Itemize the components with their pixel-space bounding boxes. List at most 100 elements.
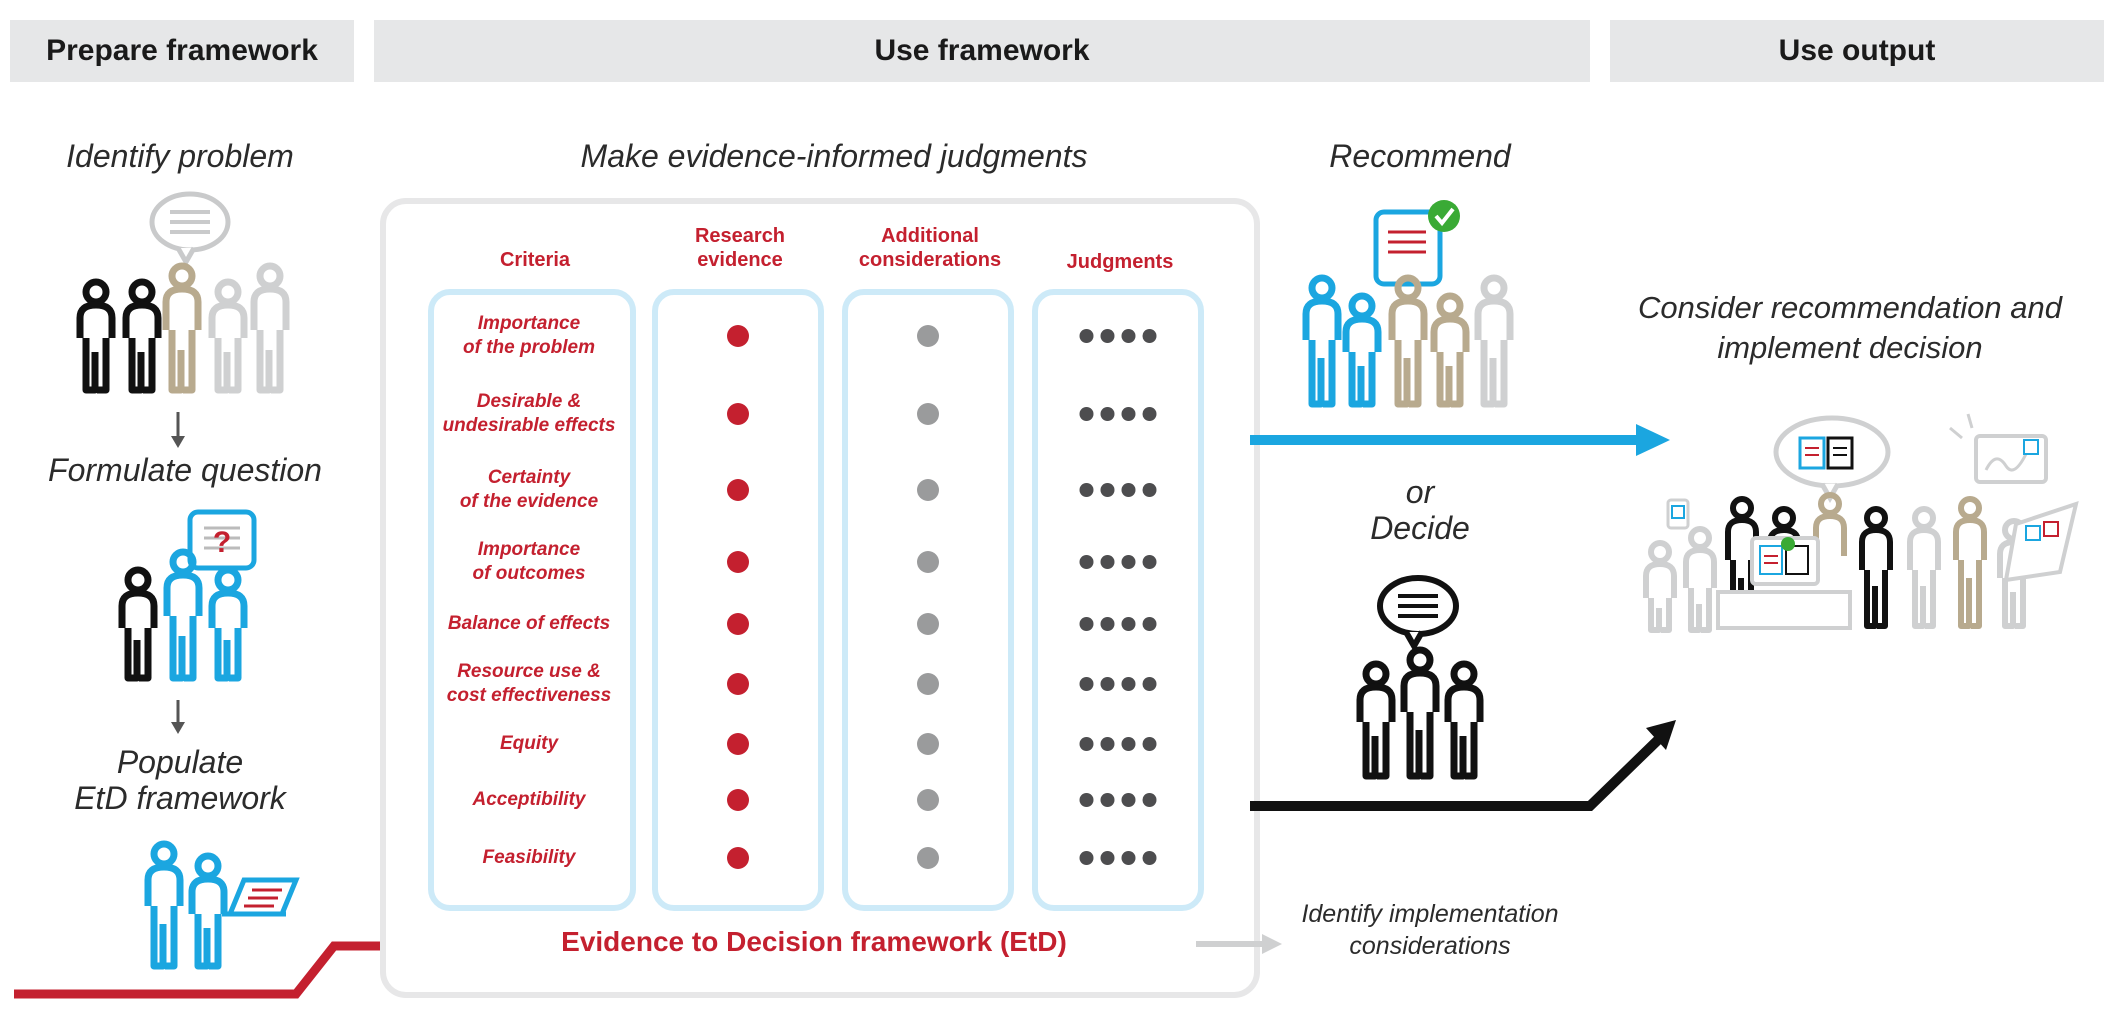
- criterion-label: Acceptibility: [472, 789, 586, 810]
- question-bubble-icon: ?: [187, 509, 257, 571]
- judgment-dot: [1121, 483, 1136, 497]
- step-consider-line1: Consider recommendation and: [1638, 290, 2062, 325]
- additional-consideration-dot: [917, 325, 939, 347]
- judgment-dot: [1100, 677, 1115, 691]
- output-scene-illustration: [1643, 413, 2079, 633]
- judgment-dots: [1079, 555, 1157, 569]
- research-evidence-dot: [727, 325, 749, 347]
- step-consider-line2: implement decision: [1717, 330, 1983, 365]
- step-recommend: Recommend: [1329, 138, 1511, 174]
- research-evidence-dot: [727, 847, 749, 869]
- judgment-dot: [1142, 555, 1157, 569]
- judgment-dots: [1079, 677, 1157, 691]
- additional-consideration-dot: [917, 733, 939, 755]
- column-criteria-header: Criteria: [499, 249, 571, 271]
- judgment-dot: [1100, 483, 1115, 497]
- research-evidence-dot: [727, 789, 749, 811]
- svg-text:?: ?: [213, 526, 231, 559]
- criterion-label: Importance of outcomes: [472, 539, 586, 584]
- judgment-dots: [1079, 851, 1157, 865]
- additional-consideration-dot: [917, 613, 939, 635]
- additional-consideration-dot: [917, 789, 939, 811]
- implementation-line2: considerations: [1349, 932, 1511, 960]
- criterion-label: Equity: [499, 733, 559, 754]
- judgment-dot: [1121, 677, 1136, 691]
- judgment-dot: [1100, 737, 1115, 751]
- judgments-column: [1032, 289, 1204, 911]
- step-decide: Decide: [1370, 510, 1470, 546]
- step-populate-line1: Populate: [116, 744, 244, 780]
- judgment-dot: [1079, 793, 1094, 807]
- judgment-dot: [1100, 793, 1115, 807]
- judgment-dot: [1142, 483, 1157, 497]
- judgment-dot: [1142, 851, 1157, 865]
- judgment-dot: [1100, 617, 1115, 631]
- step-identify-problem: Identify problem: [66, 138, 294, 174]
- judgment-dot: [1142, 329, 1157, 343]
- judgment-dot: [1079, 329, 1094, 343]
- judgment-dot: [1100, 407, 1115, 421]
- judgment-dot: [1100, 851, 1115, 865]
- step-formulate-question: Formulate question: [48, 452, 322, 488]
- criterion-label: Resource use & cost effectiveness: [446, 661, 612, 706]
- judgment-dot: [1121, 555, 1136, 569]
- judgment-dot: [1142, 677, 1157, 691]
- judgment-dot: [1142, 407, 1157, 421]
- research-evidence-dot: [727, 613, 749, 635]
- implementation-line1: Identify implementation: [1301, 900, 1559, 928]
- judgment-dots: [1079, 407, 1157, 421]
- speech-bubble-icon: [149, 191, 231, 268]
- additional-consideration-dot: [917, 847, 939, 869]
- criterion-label: Balance of effects: [447, 613, 611, 634]
- research-evidence-dot: [727, 551, 749, 573]
- research-evidence-dot: [727, 479, 749, 501]
- judgment-dot: [1100, 329, 1115, 343]
- step-populate-line2: EtD framework: [74, 780, 286, 816]
- judgment-dot: [1079, 407, 1094, 421]
- people-icon: [144, 840, 228, 970]
- additional-consideration-dot: [917, 551, 939, 573]
- judgment-dot: [1079, 555, 1094, 569]
- people-icon: [118, 548, 248, 682]
- judgment-dots: [1079, 329, 1157, 343]
- decide-arrow: [1250, 734, 1664, 811]
- people-icon: [1356, 646, 1484, 780]
- judgment-dot: [1121, 851, 1136, 865]
- judgment-dots: [1079, 793, 1157, 807]
- judgment-dots: [1079, 617, 1157, 631]
- column-judgments-header: Judgments: [1066, 251, 1174, 273]
- judgment-dots: [1079, 483, 1157, 497]
- judgment-dot: [1142, 617, 1157, 631]
- judgment-dot: [1142, 793, 1157, 807]
- judgment-dots: [1079, 737, 1157, 751]
- judgment-dot: [1079, 737, 1094, 751]
- criterion-label: Importance of the problem: [463, 313, 595, 358]
- speech-bubble-icon: [1377, 575, 1459, 653]
- judgment-dot: [1100, 555, 1115, 569]
- people-icon: [76, 262, 290, 394]
- judgment-dot: [1121, 737, 1136, 751]
- research-evidence-dot: [727, 403, 749, 425]
- laptop-icon: [222, 877, 300, 917]
- judgment-dot: [1121, 329, 1136, 343]
- judgment-dot: [1142, 737, 1157, 751]
- judgment-dot: [1079, 851, 1094, 865]
- people-icon: [1302, 274, 1514, 408]
- additional-consideration-dot: [917, 403, 939, 425]
- criterion-label: Feasibility: [482, 847, 576, 868]
- judgment-dot: [1079, 617, 1094, 631]
- judgment-dot: [1079, 677, 1094, 691]
- research-evidence-dot: [727, 673, 749, 695]
- judgment-dot: [1121, 617, 1136, 631]
- header-use-framework: Use framework: [374, 20, 1590, 82]
- additional-consideration-dot: [917, 673, 939, 695]
- criterion-label: Desirable & undesirable effects: [442, 391, 616, 436]
- checkmark-icon: [1428, 200, 1460, 232]
- header-use-output: Use output: [1610, 20, 2104, 82]
- step-or: or: [1405, 474, 1435, 510]
- document-icon: [1373, 209, 1443, 287]
- judgment-dot: [1079, 483, 1094, 497]
- etd-label: Evidence to Decision framework (EtD): [561, 926, 1067, 957]
- judgments-title: Make evidence-informed judgments: [580, 138, 1088, 174]
